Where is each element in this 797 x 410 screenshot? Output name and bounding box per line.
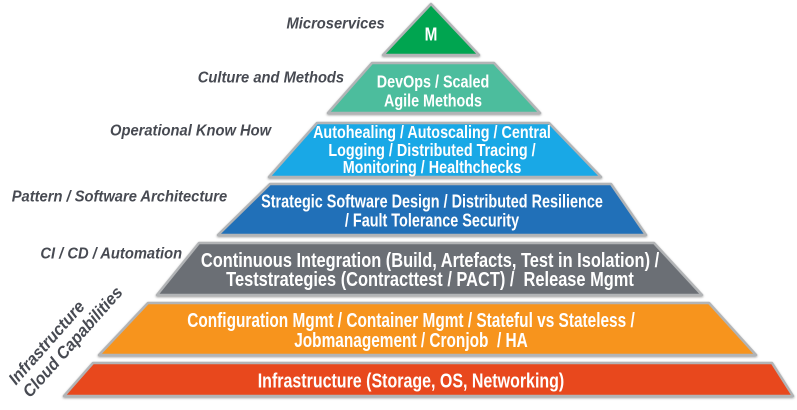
layer-text-infrastructure-cloud-capabilities: Configuration Mgmt / Container Mgmt / St… xyxy=(187,310,635,352)
label-microservices: Microservices xyxy=(286,15,385,33)
layer-shape-culture-and-methods xyxy=(326,61,542,115)
layer-shape-infrastructure-cloud-capabilities xyxy=(97,301,758,357)
layer-text-ci-cd-automation: Continuous Integration (Build, Artefacts… xyxy=(200,249,660,291)
layer-shape-ci-cd-automation xyxy=(155,241,704,297)
layer-shape-pattern-software-architecture xyxy=(216,182,648,237)
label-pattern-software-architecture: Pattern / Software Architecture xyxy=(11,188,227,206)
layer-shape-infrastructure xyxy=(62,361,795,398)
layer-text-infrastructure: Infrastructure (Storage, OS, Networking) xyxy=(257,369,565,393)
layer-text-culture-and-methods: DevOps / Scaled Agile Methods xyxy=(376,71,490,110)
layer-shape-operational-know-how xyxy=(267,121,603,179)
layer-shape-microservices xyxy=(381,2,481,57)
label-ci-cd-automation: CI / CD / Automation xyxy=(40,245,182,263)
layer-text-pattern-software-architecture: Strategic Software Design / Distributed … xyxy=(261,191,603,230)
label-operational-know-how: Operational Know How xyxy=(109,122,271,140)
layer-text-microservices: M xyxy=(424,24,438,45)
layer-text-operational-know-how: Autohealing / Autoscaling / Central Logg… xyxy=(313,121,551,177)
label-culture-and-methods: Culture and Methods xyxy=(197,69,344,87)
